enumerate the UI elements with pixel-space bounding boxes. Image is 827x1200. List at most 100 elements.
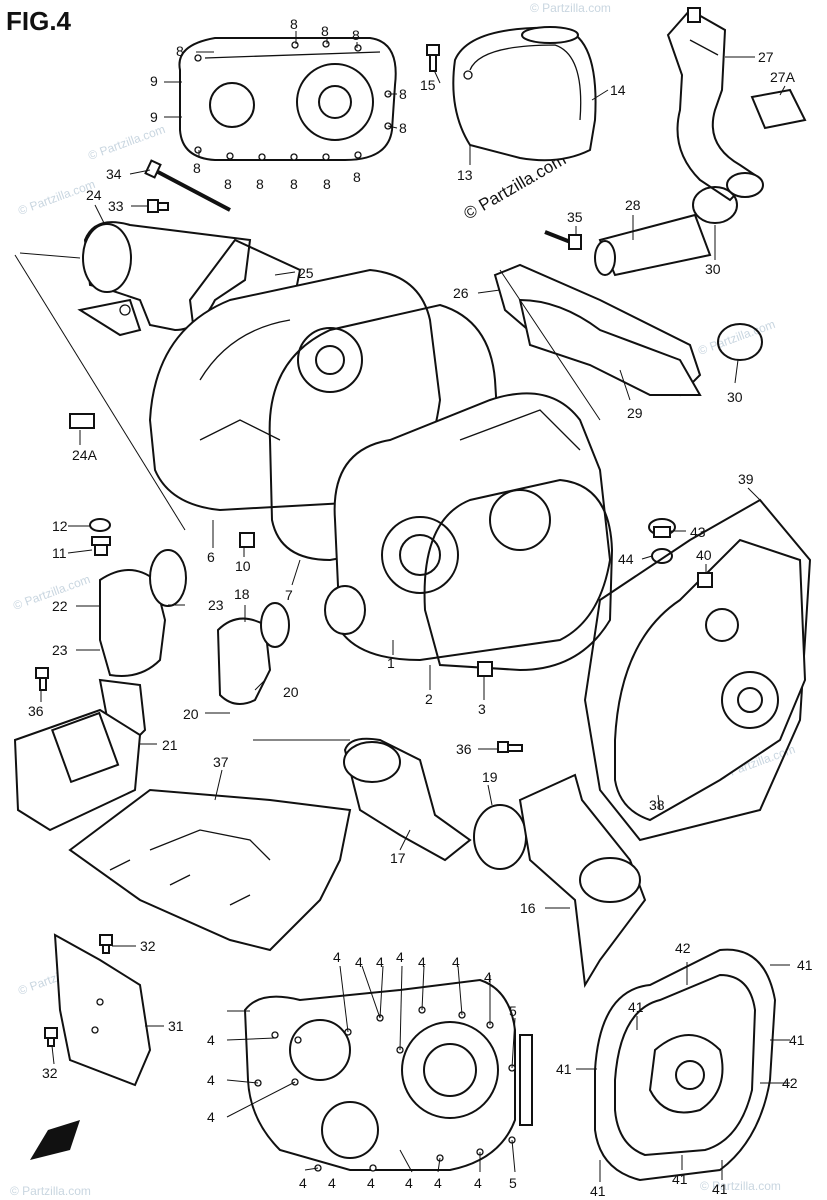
callout-label: 36 [28,703,44,719]
callout-label: 4 [418,954,426,970]
callout-label: 40 [696,547,712,563]
callout-label: 11 [52,545,67,561]
callout-label: 14 [610,82,626,98]
callout-label: 25 [298,265,314,281]
callout-label: 8 [353,169,361,185]
right-duct-16 [518,773,647,989]
callout-label: 4 [207,1072,215,1088]
callout-label: 33 [108,198,124,214]
callout-label: 20 [183,706,199,722]
washer-12 [89,518,111,532]
intake-tube-28 [594,213,712,277]
callout-label: 44 [618,551,634,567]
watermark-text: © Partzilla.com [16,177,97,218]
callout-label: 34 [106,166,122,182]
callout-label: 12 [52,518,68,534]
callout-label: 8 [224,176,232,192]
intake-duct [666,7,764,202]
callout-label: 28 [625,197,641,213]
intake-seal-plate [750,88,807,130]
callout-label: 8 [176,43,184,59]
callout-label: 4 [355,954,363,970]
callout-label: 41 [712,1181,728,1197]
callout-label: 10 [235,558,251,574]
outer-clutch-cover [178,37,397,161]
callout-label: 3 [478,701,486,717]
callout-label: 4 [405,1175,413,1191]
callout-numbers: 8 9 9 8 8 8 8 8 8 8 8 8 8 8 15 13 14 27 … [28,16,813,1199]
callout-label: 22 [52,598,68,614]
callout-label: 4 [484,969,492,985]
callout-label: 4 [333,949,341,965]
callout-label: 17 [390,850,406,866]
callout-label: 4 [452,954,460,970]
callout-label: 8 [399,120,407,136]
callout-label: 30 [727,389,743,405]
center-inlet-hose [216,602,290,705]
callout-label: 15 [420,77,436,93]
callout-label: 35 [567,209,583,225]
callout-label: 41 [672,1171,688,1187]
callout-label: 21 [162,737,178,753]
heat-shield-31 [53,933,152,1087]
callout-label: 42 [782,1075,798,1091]
callout-label: 41 [789,1032,805,1048]
plug-11 [91,536,111,556]
callout-label: 36 [456,741,472,757]
under-cover-37 [68,788,352,952]
right-crank-cover [583,498,812,842]
dowel-pin-3 [477,661,493,677]
callout-label: 5 [509,1003,517,1019]
callout-label: 37 [213,754,229,770]
watermark-text: © Partzilla.com [10,1184,91,1198]
center-duct-17 [343,737,472,862]
left-inlet-hose [99,549,187,677]
cover-gasket-7 [268,303,502,562]
callout-label: 32 [42,1065,58,1081]
cooling-shroud [452,26,597,162]
water-pump-cover [594,948,777,1182]
callout-label: 29 [627,405,643,421]
callout-label: 4 [207,1109,215,1125]
callout-label: 4 [367,1175,375,1191]
callout-label: 41 [556,1061,572,1077]
seal-tag-24a [69,413,95,429]
callout-label: 8 [399,86,407,102]
callout-label: 24A [72,447,98,463]
callout-label: 41 [590,1183,606,1199]
callout-label: 9 [150,73,158,89]
callout-label: 2 [425,691,433,707]
callout-label: 23 [208,597,224,613]
callout-label: 8 [256,176,264,192]
callout-label: 4 [207,1032,215,1048]
filler-cap-43 [648,518,676,538]
callout-label: 7 [285,587,293,603]
bolt-36 [35,667,49,691]
callout-label: 4 [396,949,404,965]
watermark-text: © Partzilla.com [530,1,611,15]
hose-clamp-30 [692,186,738,224]
generator-cover [243,978,533,1172]
callout-label: 13 [457,167,473,183]
callout-label: 5 [509,1175,517,1191]
long-bolt-34 [144,159,231,212]
callout-label: 4 [328,1175,336,1191]
callout-label: 41 [797,957,813,973]
cover-bolt-holes [194,40,392,161]
bolt-33 [147,199,169,213]
dowel-pin-40 [697,572,713,588]
hose-clamp-19 [473,804,527,870]
callout-label: 30 [705,261,721,277]
leader-lines [14,31,790,1182]
callout-label: 27 [758,49,774,65]
callout-label: 4 [434,1175,442,1191]
bolt-36 [497,741,523,753]
callout-label: 4 [376,954,384,970]
callout-label: 32 [140,938,156,954]
callout-label: 18 [234,586,250,602]
callout-label: 8 [323,176,331,192]
callout-label: 20 [283,684,299,700]
figure-title: FIG.4 [6,6,72,36]
